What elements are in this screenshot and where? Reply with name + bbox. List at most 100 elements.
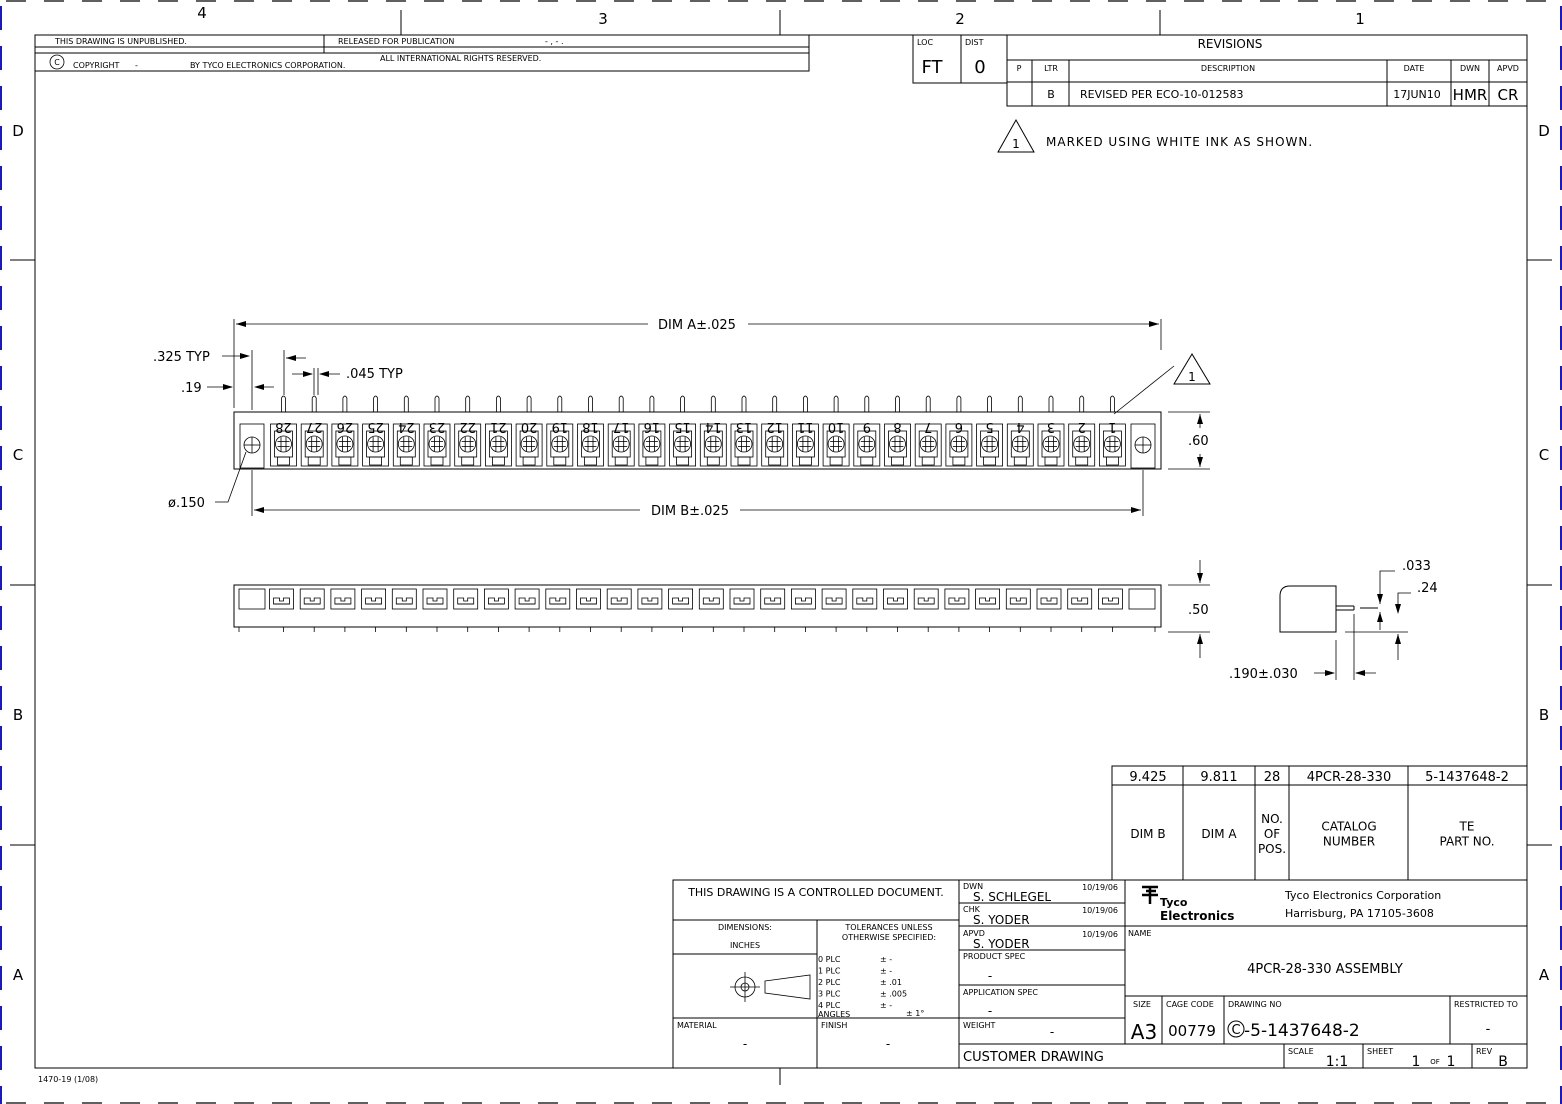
terminal-pin [864,395,870,412]
terminal-pin [925,395,931,412]
terminal-number: 12 [766,419,783,434]
terminal-number: 6 [955,419,963,434]
mounting-hole-left [239,423,265,469]
terminal-screw-icon [275,435,292,453]
tab-part-value: 5-1437648-2 [1425,770,1509,785]
terminal-pin [833,395,839,412]
tolerance-place: 3 PLC [818,990,841,999]
terminal-number: 26 [337,419,354,434]
revisions-block: REVISIONS P LTR DESCRIPTION DATE DWN APV… [1006,34,1528,107]
apvd-label: APVD [963,929,985,938]
terminal-pin [803,395,808,412]
zone-row-C-right: C [1539,446,1549,464]
dim-a-label: DIM A±.025 [658,318,736,333]
zone-row-D-right: D [1538,122,1550,140]
terminal-pin [281,395,286,412]
terminal-front-cell [391,588,417,632]
cage-code-label: CAGE CODE [1166,1000,1214,1009]
terminal-screw-icon [704,435,722,453]
terminal-screw-icon [459,435,477,453]
terminal-pin [1017,395,1023,412]
sheet-value: 1 [1412,1054,1421,1070]
tabulation-header: DIM B [1130,827,1165,841]
terminal-front-cell [1005,588,1031,632]
dimensions-label: DIMENSIONS: [718,923,772,932]
terminal-position [914,423,942,467]
rev-header-dwn: DWN [1460,64,1480,73]
marking-flag-number: 1 [1188,370,1196,384]
terminal-pin [956,395,962,412]
rev-label: REV [1476,1047,1493,1056]
tolerance-place: 2 PLC [818,978,841,987]
zone-row-B-right: B [1539,706,1549,724]
general-note: 1 MARKED USING WHITE INK AS SHOWN. [997,118,1312,153]
terminal-pin [1079,395,1085,412]
rev-header-description: DESCRIPTION [1201,64,1255,73]
terminal-pin [680,395,685,412]
terminal-number: 20 [521,419,538,434]
terminal-front-cell [913,588,939,632]
chk-date: 10/19/06 [1082,906,1118,915]
terminal-front-cell [821,588,847,632]
terminal-pin [710,395,716,412]
terminal-screw-icon [981,435,998,453]
terminal-front-cell [269,588,294,632]
side-detail-view: .033 .24 .190±.030 [1229,559,1438,682]
tolerance-value: ± .005 [880,990,907,999]
copyright-text: COPYRIGHT [73,61,120,70]
terminal-front-cell [545,588,571,632]
terminal-position [607,423,635,467]
dwn-date: 10/19/06 [1082,883,1118,892]
released-text: RELEASED FOR PUBLICATION [338,37,454,46]
terminal-screw-icon [858,435,876,453]
dim-hole-diameter: ø.150 [168,496,205,511]
dim-045-typ: .045 TYP [346,367,403,382]
terminal-position [515,423,543,467]
terminal-screw-icon [950,435,968,453]
rev-row-ltr: B [1047,88,1055,101]
zone-col-4: 4 [197,4,207,22]
terminal-front-cell [514,588,540,632]
terminal-position [454,423,482,467]
tab-dim-b-value: 9.425 [1129,770,1166,785]
scale-label: SCALE [1288,1047,1314,1056]
tabulation-table: 9.425 9.811 28 4PCR-28-330 5-1437648-2 D… [1111,765,1528,881]
tabulation-header: POS. [1258,842,1286,856]
restricted-to-label: RESTRICTED TO [1454,1000,1518,1009]
terminal-front-cell [330,588,356,632]
terminal-screw-icon [551,435,569,453]
tab-dim-a-value: 9.811 [1200,770,1237,785]
terminal-front-cell [422,588,448,632]
terminal-pin [526,395,532,412]
rev-header-date: DATE [1404,64,1425,73]
controlled-document-text: THIS DRAWING IS A CONTROLLED DOCUMENT. [687,886,944,899]
front-end-left [238,588,266,610]
tolerance-place: 1 PLC [818,967,841,976]
terminal-front-cell [576,588,601,632]
terminal-screw-icon [520,435,538,453]
terminal-screw-icon [336,435,354,453]
apvd-name: S. YODER [973,937,1030,951]
terminal-position [1068,423,1096,467]
terminal-front-cell [852,588,878,632]
terminal-screw-icon [1073,435,1091,453]
terminal-pin [772,395,778,412]
tolerance-value: ± .01 [880,978,902,987]
terminal-screw-icon [889,435,906,453]
terminal-screw-icon [766,435,784,453]
terminal-front-cell [1067,588,1093,632]
scale-value: 1:1 [1326,1054,1349,1070]
terminal-number: 17 [613,419,630,434]
terminal-position [392,423,420,467]
terminal-position [300,423,328,467]
sheet-total: 1 [1447,1054,1456,1070]
zone-row-A-left: A [13,966,24,984]
weight-value: - [1050,1025,1054,1039]
terminal-screw-icon [735,435,753,453]
terminal-front-cell [299,588,325,632]
terminal-position [423,423,451,467]
terminal-position [1006,423,1034,467]
tolerance-value: ± - [880,1001,892,1010]
